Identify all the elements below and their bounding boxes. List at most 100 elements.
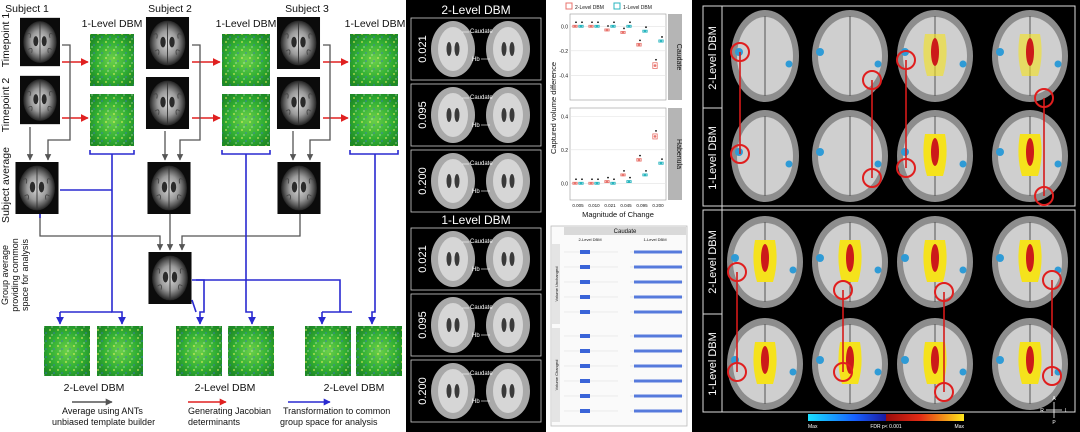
legend-jacobian-line1: Generating Jacobian <box>188 406 271 416</box>
dbm-blue-spot <box>1054 60 1062 68</box>
mean-point <box>605 180 609 183</box>
brain-row-frame <box>410 359 542 423</box>
brain-s3-t2 <box>276 77 321 129</box>
dbm-blue-spot <box>959 368 967 376</box>
mean-point <box>637 43 641 47</box>
dbm-red-region <box>846 244 854 272</box>
small-row-mark <box>580 379 590 383</box>
small-panel-row-1: Volume Unchanged <box>554 267 559 302</box>
outlier-point <box>623 27 625 30</box>
legend-key <box>613 2 621 10</box>
outlier-point <box>591 178 593 181</box>
dbm-red-region <box>1026 138 1034 166</box>
box-mark <box>652 133 658 140</box>
dbm-blue-spot <box>816 48 824 56</box>
legend-entry: 2-Level DBM <box>575 5 604 11</box>
dbm-blue-spot <box>735 148 743 156</box>
subject-average-s1 <box>15 162 59 214</box>
dbm-red-region <box>1026 346 1034 374</box>
average-arrows <box>26 44 331 251</box>
right-panel-maps <box>727 10 1068 410</box>
small-row-mark <box>580 334 590 338</box>
small-row-mark <box>580 265 590 269</box>
dbm-red-region <box>1026 38 1034 66</box>
small-row-mark <box>634 334 682 338</box>
colorbar-mid-label: FDR p< 0.001 <box>870 424 901 430</box>
brain-s2-t2 <box>145 77 190 129</box>
dbm1-label-s1: 1-Level DBM <box>82 18 143 30</box>
right-panel-frame-bottom <box>702 209 1076 413</box>
right-panel-frame-top <box>702 5 1076 207</box>
panel-strip-label: Caudate <box>675 44 682 71</box>
timepoint-1-label: Timepoint 1 <box>0 13 12 68</box>
group-average-line-1: Group average <box>0 245 10 305</box>
mean-point <box>611 24 615 28</box>
brain-row-frame <box>410 83 542 147</box>
dbm-blue-spot <box>901 148 909 156</box>
legend-average-line2: unbiased template builder <box>52 417 155 427</box>
dbm-red-region <box>931 38 939 66</box>
mean-point <box>653 64 657 67</box>
dbm2-label-s3: 2-Level DBM <box>324 382 385 394</box>
dbm-blue-spot <box>735 48 743 56</box>
mean-point <box>611 181 615 185</box>
legend-jacobian-line2: determinants <box>188 417 241 427</box>
y-tick-label: 0.0 <box>561 24 568 30</box>
small-row-mark <box>580 364 590 368</box>
orient-p: P <box>1052 420 1056 426</box>
dbm-blue-spot <box>816 254 824 262</box>
dbm-red-region <box>846 346 854 374</box>
dbm1-label-s3: 1-Level DBM <box>345 18 406 30</box>
outlier-point <box>591 21 593 24</box>
brain-row-value: 0.200 <box>417 167 429 195</box>
small-row-mark <box>634 379 682 383</box>
brain-row-value: 0.095 <box>417 101 429 129</box>
outlier-point <box>655 130 657 132</box>
hb-label: Hb <box>472 57 480 63</box>
panel-strip <box>668 14 682 100</box>
caudate-label: Caudate <box>470 161 493 167</box>
x-tick-label: 0.005 <box>572 203 584 208</box>
mean-point <box>579 24 583 28</box>
group-average-line-2: providing common <box>10 238 20 312</box>
mean-point <box>627 24 631 28</box>
small-row-mark <box>580 310 590 314</box>
y-tick-label: 0.2 <box>561 148 568 154</box>
dbm-blue-spot <box>996 356 1004 364</box>
mean-point <box>573 24 577 28</box>
highlight-circle <box>862 168 882 188</box>
small-row-mark <box>580 394 590 398</box>
small-row-mark <box>634 250 682 254</box>
mean-point <box>621 31 625 34</box>
outlier-point <box>581 178 583 181</box>
colorbar-min-label: Max <box>808 424 818 430</box>
dbm-red-region <box>931 244 939 272</box>
outlier-point <box>607 25 609 27</box>
x-tick-label: 0.095 <box>636 203 648 208</box>
dbm-red-region <box>931 346 939 374</box>
subject-2-label: Subject 2 <box>148 3 192 15</box>
brain-row-value: 0.200 <box>417 377 429 405</box>
hb-label: Hb <box>472 333 480 339</box>
brain-s2-t1 <box>145 17 190 69</box>
small-row-mark <box>580 349 590 353</box>
y-axis-label: Captured volume difference <box>549 62 558 154</box>
small-row-mark <box>634 394 682 398</box>
highlight-circle <box>730 42 750 62</box>
small-row-mark <box>634 349 682 353</box>
mean-point <box>653 135 657 138</box>
outlier-point <box>629 176 631 179</box>
dbm-blue-spot <box>874 60 882 68</box>
brain-column-bottom-title: 1-Level DBM <box>441 213 510 227</box>
outlier-point <box>639 39 641 42</box>
group-average-label: Group average providing common space for… <box>0 238 30 312</box>
dbm-red-region <box>1026 244 1034 272</box>
pipeline-legend: Average using ANTs unbiased template bui… <box>52 398 390 427</box>
panel-strip <box>668 108 682 200</box>
dbm-blue-spot <box>785 160 793 168</box>
dbm-blue-spot <box>874 160 882 168</box>
small-row-mark <box>634 280 682 284</box>
highlight-circle <box>896 50 916 70</box>
dbm-blue-spot <box>785 60 793 68</box>
orientation-cross <box>1046 402 1062 418</box>
